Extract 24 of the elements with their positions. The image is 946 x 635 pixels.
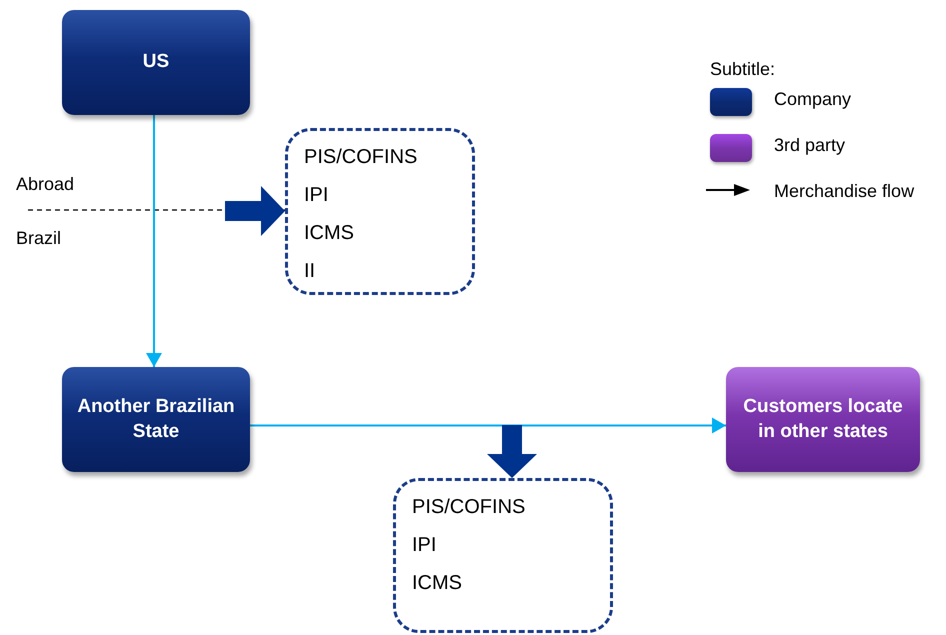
tax-list-box <box>393 478 613 633</box>
node-label: Customers locate in other states <box>742 394 904 444</box>
legend-label: Merchandise flow <box>774 181 914 202</box>
legend-label: Company <box>774 89 852 110</box>
block-arrow <box>225 186 285 236</box>
tax-list-box <box>285 128 475 295</box>
company-box <box>62 367 250 472</box>
tax-name: IPI <box>412 533 438 558</box>
node-label: US <box>142 50 170 74</box>
flow-arrow <box>250 418 726 434</box>
node-label: Another Brazilian State <box>76 394 236 444</box>
legend-label: 3rd party <box>774 135 846 156</box>
tax-name: IPI <box>304 183 330 208</box>
tax-name: II <box>304 259 316 284</box>
flow-arrow <box>146 115 162 367</box>
legend-title: Subtitle: <box>710 59 776 80</box>
third-party-box <box>726 367 920 472</box>
tax-name: ICMS <box>304 221 355 246</box>
region-label: Abroad <box>16 174 74 195</box>
region-label: Brazil <box>16 228 62 249</box>
company-box <box>62 10 250 115</box>
tax-name: ICMS <box>412 571 463 596</box>
tax-name: PIS/COFINS <box>412 495 526 520</box>
tax-name: PIS/COFINS <box>304 145 418 170</box>
